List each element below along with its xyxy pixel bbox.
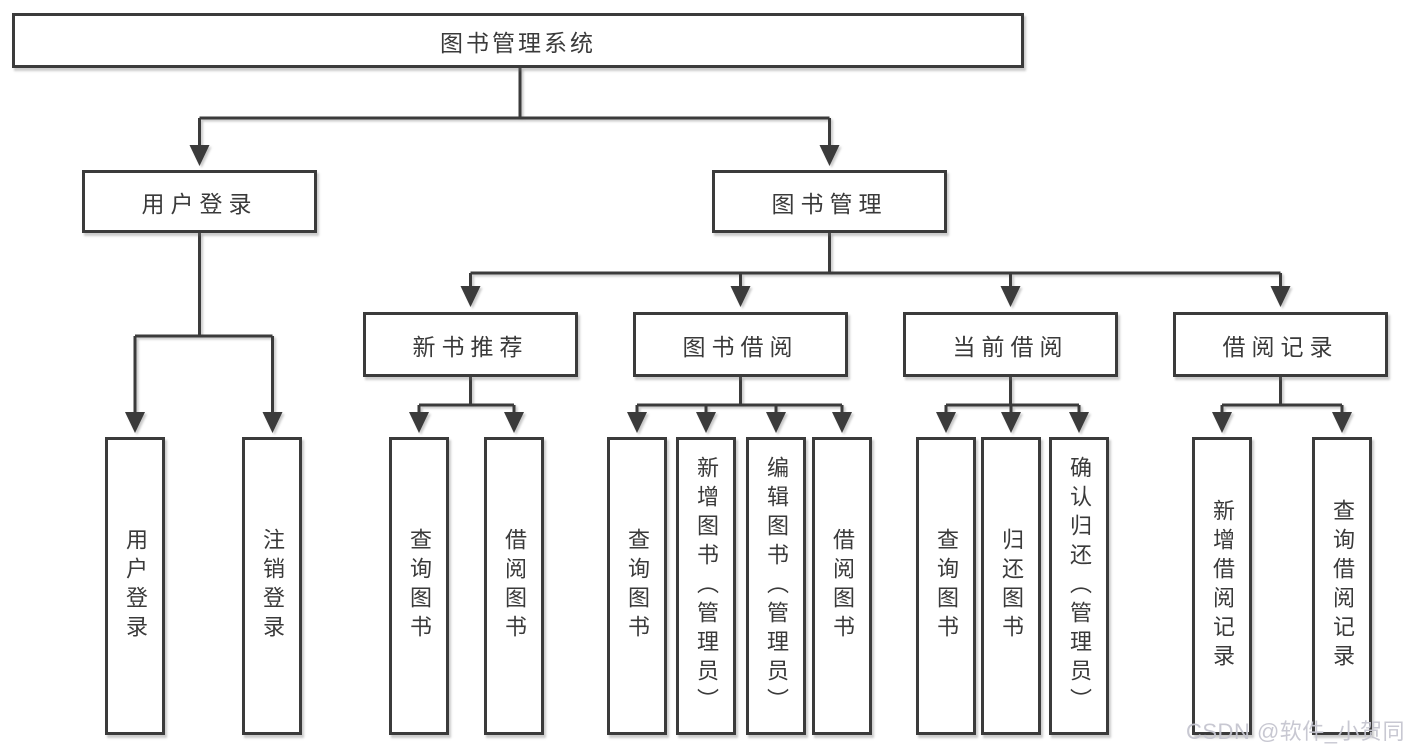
node-user-login: 用户登录 [82, 170, 317, 233]
node-label: 图书管理系统 [440, 29, 596, 56]
leaf-query-books-current: 查询图书 [916, 437, 976, 735]
node-label: 查询图书 [407, 528, 432, 644]
node-label: 归还图书 [999, 528, 1024, 644]
leaf-query-borrow-record: 查询借阅记录 [1312, 437, 1372, 735]
node-label: 新增借阅记录 [1210, 499, 1235, 673]
leaf-logout: 注销登录 [242, 437, 302, 735]
node-label: 查询借阅记录 [1330, 499, 1355, 673]
leaf-query-books-recommend: 查询图书 [389, 437, 449, 735]
leaf-edit-book-admin: 编辑图书（管理员） [746, 437, 806, 735]
node-label: 新书推荐 [412, 333, 529, 360]
node-label: 借阅图书 [502, 528, 527, 644]
leaf-borrow-books-borrow: 借阅图书 [812, 437, 872, 735]
node-label: 用户登录 [141, 190, 258, 217]
leaf-confirm-return-admin: 确认归还（管理员） [1049, 437, 1109, 735]
leaf-user-login: 用户登录 [105, 437, 165, 735]
node-new-book-recommend: 新书推荐 [363, 312, 578, 377]
node-label: 查询图书 [934, 528, 959, 644]
node-borrow-records: 借阅记录 [1173, 312, 1388, 377]
node-label: 当前借阅 [952, 333, 1069, 360]
node-current-borrow: 当前借阅 [903, 312, 1118, 377]
node-book-management: 图书管理 [712, 170, 947, 233]
node-label: 借阅记录 [1222, 333, 1339, 360]
csdn-watermark: CSDN @软件_小贺同学 [1186, 719, 1405, 744]
node-label: 注销登录 [260, 528, 285, 644]
leaf-add-borrow-record: 新增借阅记录 [1192, 437, 1252, 735]
node-label: 查询图书 [625, 528, 650, 644]
node-book-borrow: 图书借阅 [633, 312, 848, 377]
arrowhead-icons [125, 145, 1352, 433]
leaf-return-book: 归还图书 [981, 437, 1041, 735]
node-label: 编辑图书（管理员） [764, 455, 789, 717]
node-label: 图书借阅 [682, 333, 799, 360]
node-label: 借阅图书 [830, 528, 855, 644]
node-library-system: 图书管理系统 [12, 13, 1024, 68]
leaf-add-book-admin: 新增图书（管理员） [676, 437, 736, 735]
node-label: 新增图书（管理员） [694, 455, 719, 717]
leaf-borrow-books-recommend: 借阅图书 [484, 437, 544, 735]
node-label: 图书管理 [771, 190, 888, 217]
node-label: 用户登录 [123, 528, 148, 644]
leaf-query-books-borrow: 查询图书 [607, 437, 667, 735]
connector-stems [133, 68, 1344, 416]
node-label: 确认归还（管理员） [1067, 455, 1092, 717]
